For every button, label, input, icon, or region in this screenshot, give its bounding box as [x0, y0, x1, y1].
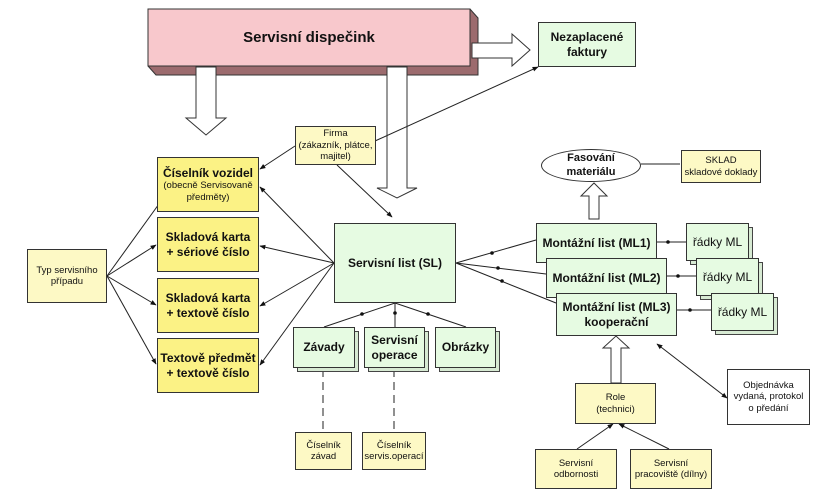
pictures-label: Obrázky — [441, 340, 490, 355]
dispatch-bar-3d — [147, 8, 479, 76]
service-workplaces-node[interactable]: Servisní pracoviště (dílny) — [630, 449, 712, 489]
rows-ml2-node[interactable]: řádky ML — [696, 258, 759, 296]
warehouse-line1: SKLAD — [705, 155, 737, 167]
line-sl-pictures — [394, 302, 467, 328]
stock-text-line2: + textově číslo — [166, 305, 250, 320]
workplaces-line2: pracoviště (dílny) — [634, 469, 708, 480]
block-arrow-to-unpaid — [471, 32, 531, 68]
line-sl-stocktext — [259, 262, 335, 307]
line-sl-stockserial — [259, 244, 335, 264]
line-firma-unpaid — [374, 66, 539, 142]
defect-codes-node[interactable]: Číselník závad — [295, 432, 352, 470]
stock-serial-line2: + sériové číslo — [166, 244, 250, 259]
rows1-label: řádky ML — [692, 234, 743, 249]
line-skills-roles — [576, 423, 614, 450]
order-line2: vydaná, protokol — [733, 391, 804, 403]
rows3-label: řádky ML — [717, 304, 768, 319]
roles-line1: Role — [605, 392, 626, 404]
defects-label: Závady — [303, 340, 345, 355]
line-sl-ml3 — [455, 262, 557, 304]
block-arrow-from-roles — [601, 335, 631, 384]
firma-line1: Firma — [323, 128, 348, 140]
line-firma-vehicles — [259, 145, 296, 170]
ml2-label: Montážní list (ML2) — [552, 270, 661, 285]
operations-line2: operace — [371, 347, 418, 362]
order-line1: Objednávka — [743, 379, 794, 391]
defects-node[interactable]: Závady — [293, 327, 355, 368]
text-subject-line1: Textově předmět — [160, 351, 256, 366]
ml3-line1: Montážní list (ML3) — [562, 300, 671, 315]
line-sl-ml1 — [455, 239, 537, 264]
case-type-node[interactable]: Typ servisního případu — [27, 249, 107, 303]
case-type-line2: případu — [50, 276, 84, 287]
material-line2: materiálu — [566, 165, 616, 178]
firma-line3: majitel) — [320, 151, 351, 163]
service-sheet-node[interactable]: Servisní list (SL) — [334, 223, 456, 303]
service-dispatch[interactable]: Servisní dispečink — [148, 9, 470, 66]
workplaces-line1: Servisní — [653, 457, 689, 469]
stock-text-line1: Skladová karta — [165, 291, 251, 306]
line-type-stockserial — [106, 244, 157, 277]
line-firma-sl — [336, 164, 393, 218]
unpaid-line2: faktury — [566, 44, 607, 59]
line-sl-textsubject — [259, 262, 335, 366]
firma-line2: (zákazník, plátce, — [298, 139, 373, 151]
block-arrow-to-service-sheet — [376, 66, 418, 199]
defect-codes-line1: Číselník — [306, 439, 341, 451]
operation-codes-node[interactable]: Číselník servis.operací — [362, 432, 426, 470]
warehouse-node[interactable]: SKLAD skladové doklady — [681, 150, 761, 183]
line-ml3-order — [656, 343, 728, 399]
material-issue-node[interactable]: Fasování materiálu — [541, 149, 641, 182]
roles-node[interactable]: Role (technici) — [575, 383, 656, 424]
line-sl-defects — [323, 302, 396, 328]
assembly-sheet-ml2-node[interactable]: Montážní list (ML2) — [546, 258, 667, 298]
line-sl-ml2 — [455, 262, 547, 275]
stock-text-node[interactable]: Skladová karta + textově číslo — [157, 278, 259, 333]
service-operations-node[interactable]: Servisní operace — [364, 327, 425, 368]
line-type-textsubject — [106, 275, 157, 365]
vehicle-codes-node[interactable]: Číselník vozidel (obecně Servisovaně pře… — [157, 157, 259, 212]
pictures-node[interactable]: Obrázky — [435, 327, 496, 368]
firma-node[interactable]: Firma (zákazník, plátce, majitel) — [295, 126, 376, 165]
block-arrow-to-vehicles — [184, 66, 228, 136]
text-subject-line2: + textově číslo — [166, 365, 250, 380]
skills-line1: Servisní — [558, 457, 594, 469]
text-subject-node[interactable]: Textově předmět + textově číslo — [157, 338, 259, 393]
order-line3: o předání — [748, 402, 789, 414]
operation-codes-line2: servis.operací — [364, 451, 424, 462]
defect-codes-line2: závad — [310, 451, 337, 462]
vehicles-line2: (obecně Servisovaně — [163, 180, 253, 192]
rows-ml1-node[interactable]: řádky ML — [686, 223, 749, 261]
service-sheet-label: Servisní list (SL) — [347, 255, 443, 270]
roles-line2: (technici) — [596, 403, 635, 415]
operations-line1: Servisní — [371, 333, 418, 348]
service-skills-node[interactable]: Servisní odbornosti — [535, 449, 617, 489]
material-line1: Fasování — [567, 152, 615, 165]
unpaid-invoices-node[interactable]: Nezaplacené faktury — [538, 22, 636, 67]
operation-codes-line1: Číselník — [376, 439, 412, 451]
line-workplaces-roles — [618, 423, 670, 450]
block-arrow-to-material — [579, 182, 609, 220]
rows2-label: řádky ML — [702, 269, 753, 284]
vehicles-line3: předměty) — [186, 191, 230, 203]
skills-line2: odbornosti — [553, 469, 599, 480]
connectors — [106, 66, 728, 450]
ml3-line2: kooperační — [584, 314, 649, 329]
line-type-stocktext — [106, 275, 157, 306]
assembly-sheet-ml1-node[interactable]: Montážní list (ML1) — [536, 223, 657, 263]
stock-serial-node[interactable]: Skladová karta + sériové číslo — [157, 217, 259, 272]
ml1-label: Montážní list (ML1) — [542, 235, 651, 250]
unpaid-line1: Nezaplacené — [550, 30, 624, 45]
vehicles-title: Číselník vozidel — [162, 165, 254, 180]
case-type-line1: Typ servisního — [36, 264, 98, 276]
rows-ml3-node[interactable]: řádky ML — [711, 293, 774, 331]
stock-serial-line1: Skladová karta — [165, 230, 251, 245]
warehouse-line2: skladové doklady — [684, 166, 758, 178]
order-protocol-node[interactable]: Objednávka vydaná, protokol o předání — [727, 369, 810, 425]
line-sl-vehicles — [259, 186, 335, 264]
assembly-sheet-ml3-node[interactable]: Montážní list (ML3) kooperační — [556, 293, 677, 336]
line-type-vehicles — [106, 196, 165, 277]
service-dispatch-label: Servisní dispečink — [243, 28, 375, 46]
